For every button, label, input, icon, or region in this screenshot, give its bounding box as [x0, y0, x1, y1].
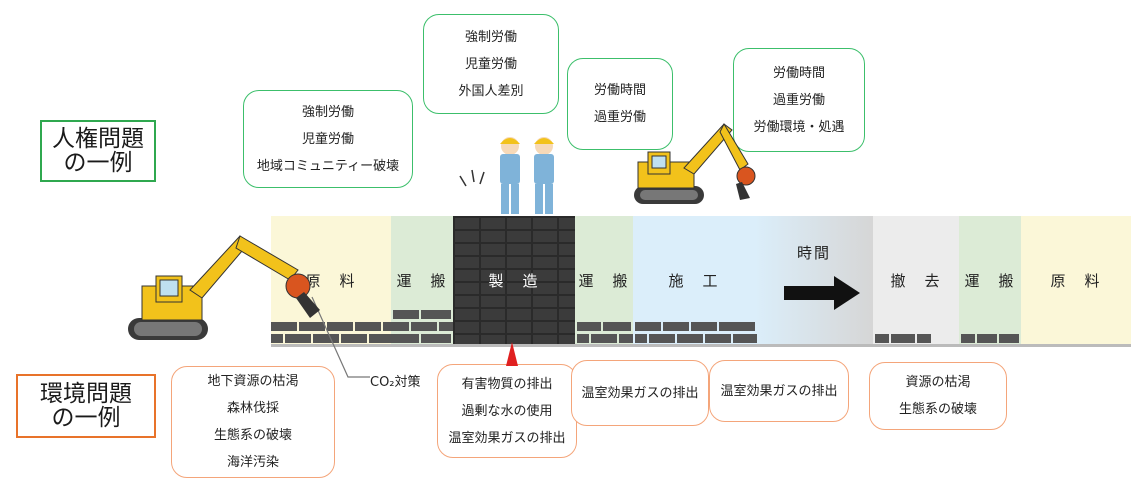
- bubble-line: 生態系の破壊: [213, 428, 292, 443]
- brick-strip: [271, 334, 395, 343]
- bubble-line: 強制労働: [464, 29, 517, 45]
- co2-measures-label: CO₂対策: [370, 375, 421, 390]
- stage-label: 運 搬: [578, 271, 630, 290]
- excavator-left-icon: [128, 235, 320, 340]
- emission-marker: [506, 342, 518, 366]
- brick-strip: [875, 334, 931, 343]
- stage-label: 施 工: [668, 271, 720, 290]
- bubble-line: 児童労働: [464, 56, 517, 72]
- stage-label: 原 料: [1050, 271, 1102, 290]
- co2-pointer-line: [311, 296, 370, 378]
- stage-label: 製 造: [488, 271, 540, 290]
- bubble-line: 労働時間: [593, 83, 646, 98]
- bubble-line: 外国人差別: [458, 83, 524, 99]
- stage-raw-material-2: 原 料: [1021, 216, 1131, 344]
- time-arrow-icon: [784, 276, 860, 310]
- environment-label: 環境問題 の一例: [16, 374, 156, 438]
- brick-strip: [635, 322, 755, 331]
- env-issue-bubble-manufacturing: 有害物質の排出 過剰な水の使用 温室効果ガスの排出: [437, 364, 577, 458]
- bubble-line: 有害物質の排出: [461, 376, 553, 392]
- bubble-line: 過剰な水の使用: [461, 403, 553, 419]
- bubble-line: 過重労働: [772, 92, 825, 108]
- bubble-line: 労働環境・処遇: [753, 119, 845, 135]
- excavator-right-icon: [634, 122, 756, 204]
- env-issue-bubble-raw-material: 地下資源の枯渇 森林伐採 生態系の破壊 海洋汚染: [171, 366, 335, 478]
- stage-label: 原 料: [305, 271, 357, 290]
- human-rights-label: 人権問題 の一例: [40, 120, 156, 182]
- stage-label: 運 搬: [396, 271, 448, 290]
- stage-label: 時間: [796, 244, 831, 262]
- human-issue-bubble-raw-material: 強制労働 児童労働 地域コミュニティー破壊: [243, 90, 413, 188]
- bubble-line: 過重労働: [593, 110, 646, 125]
- human-issue-bubble-manufacturing: 強制労働 児童労働 外国人差別: [423, 14, 559, 114]
- brick-strip: [577, 322, 631, 331]
- human-issue-bubble-transport: 労働時間 過重労働: [567, 58, 673, 150]
- bubble-line: 森林伐採: [226, 401, 279, 416]
- stage-demolition: 撤 去: [873, 216, 959, 344]
- stage-label: 運 搬: [964, 271, 1016, 290]
- bubble-line: 温室効果ガスの排出: [581, 385, 699, 401]
- brick-strip: [577, 334, 633, 343]
- brick-strip: [393, 310, 451, 319]
- baseline-bar: [271, 344, 1131, 347]
- brick-strip: [635, 334, 757, 343]
- bubble-line: 地下資源の枯渇: [207, 374, 299, 389]
- env-issue-bubble-construction: 温室効果ガスの排出: [709, 360, 849, 422]
- bubble-line: 強制労働: [301, 104, 354, 120]
- brick-strip: [961, 334, 1019, 343]
- bubble-line: 地域コミュニティー破壊: [256, 158, 400, 174]
- workers-icon: [459, 137, 554, 214]
- bubble-line: 資源の枯渇: [905, 375, 971, 390]
- stage-time: 時間: [755, 216, 873, 344]
- stage-transport-3: 運 搬: [959, 216, 1021, 344]
- bubble-line: 労働時間: [772, 65, 825, 81]
- brick-strip: [393, 334, 451, 343]
- bubble-line: 児童労働: [301, 131, 354, 147]
- brick-strip: [393, 322, 453, 331]
- bubble-line: 温室効果ガスの排出: [720, 383, 838, 399]
- bubble-line: 温室効果ガスの排出: [448, 430, 566, 446]
- stage-manufacturing: 製 造: [453, 216, 575, 344]
- human-issue-bubble-construction: 労働時間 過重労働 労働環境・処遇: [733, 48, 865, 152]
- env-issue-bubble-transport: 温室効果ガスの排出: [571, 360, 709, 426]
- env-issue-bubble-demolition: 資源の枯渇 生態系の破壊: [869, 362, 1007, 430]
- bubble-line: 海洋汚染: [226, 455, 279, 470]
- bubble-line: 生態系の破壊: [898, 402, 977, 417]
- stage-label: 撤 去: [890, 271, 942, 290]
